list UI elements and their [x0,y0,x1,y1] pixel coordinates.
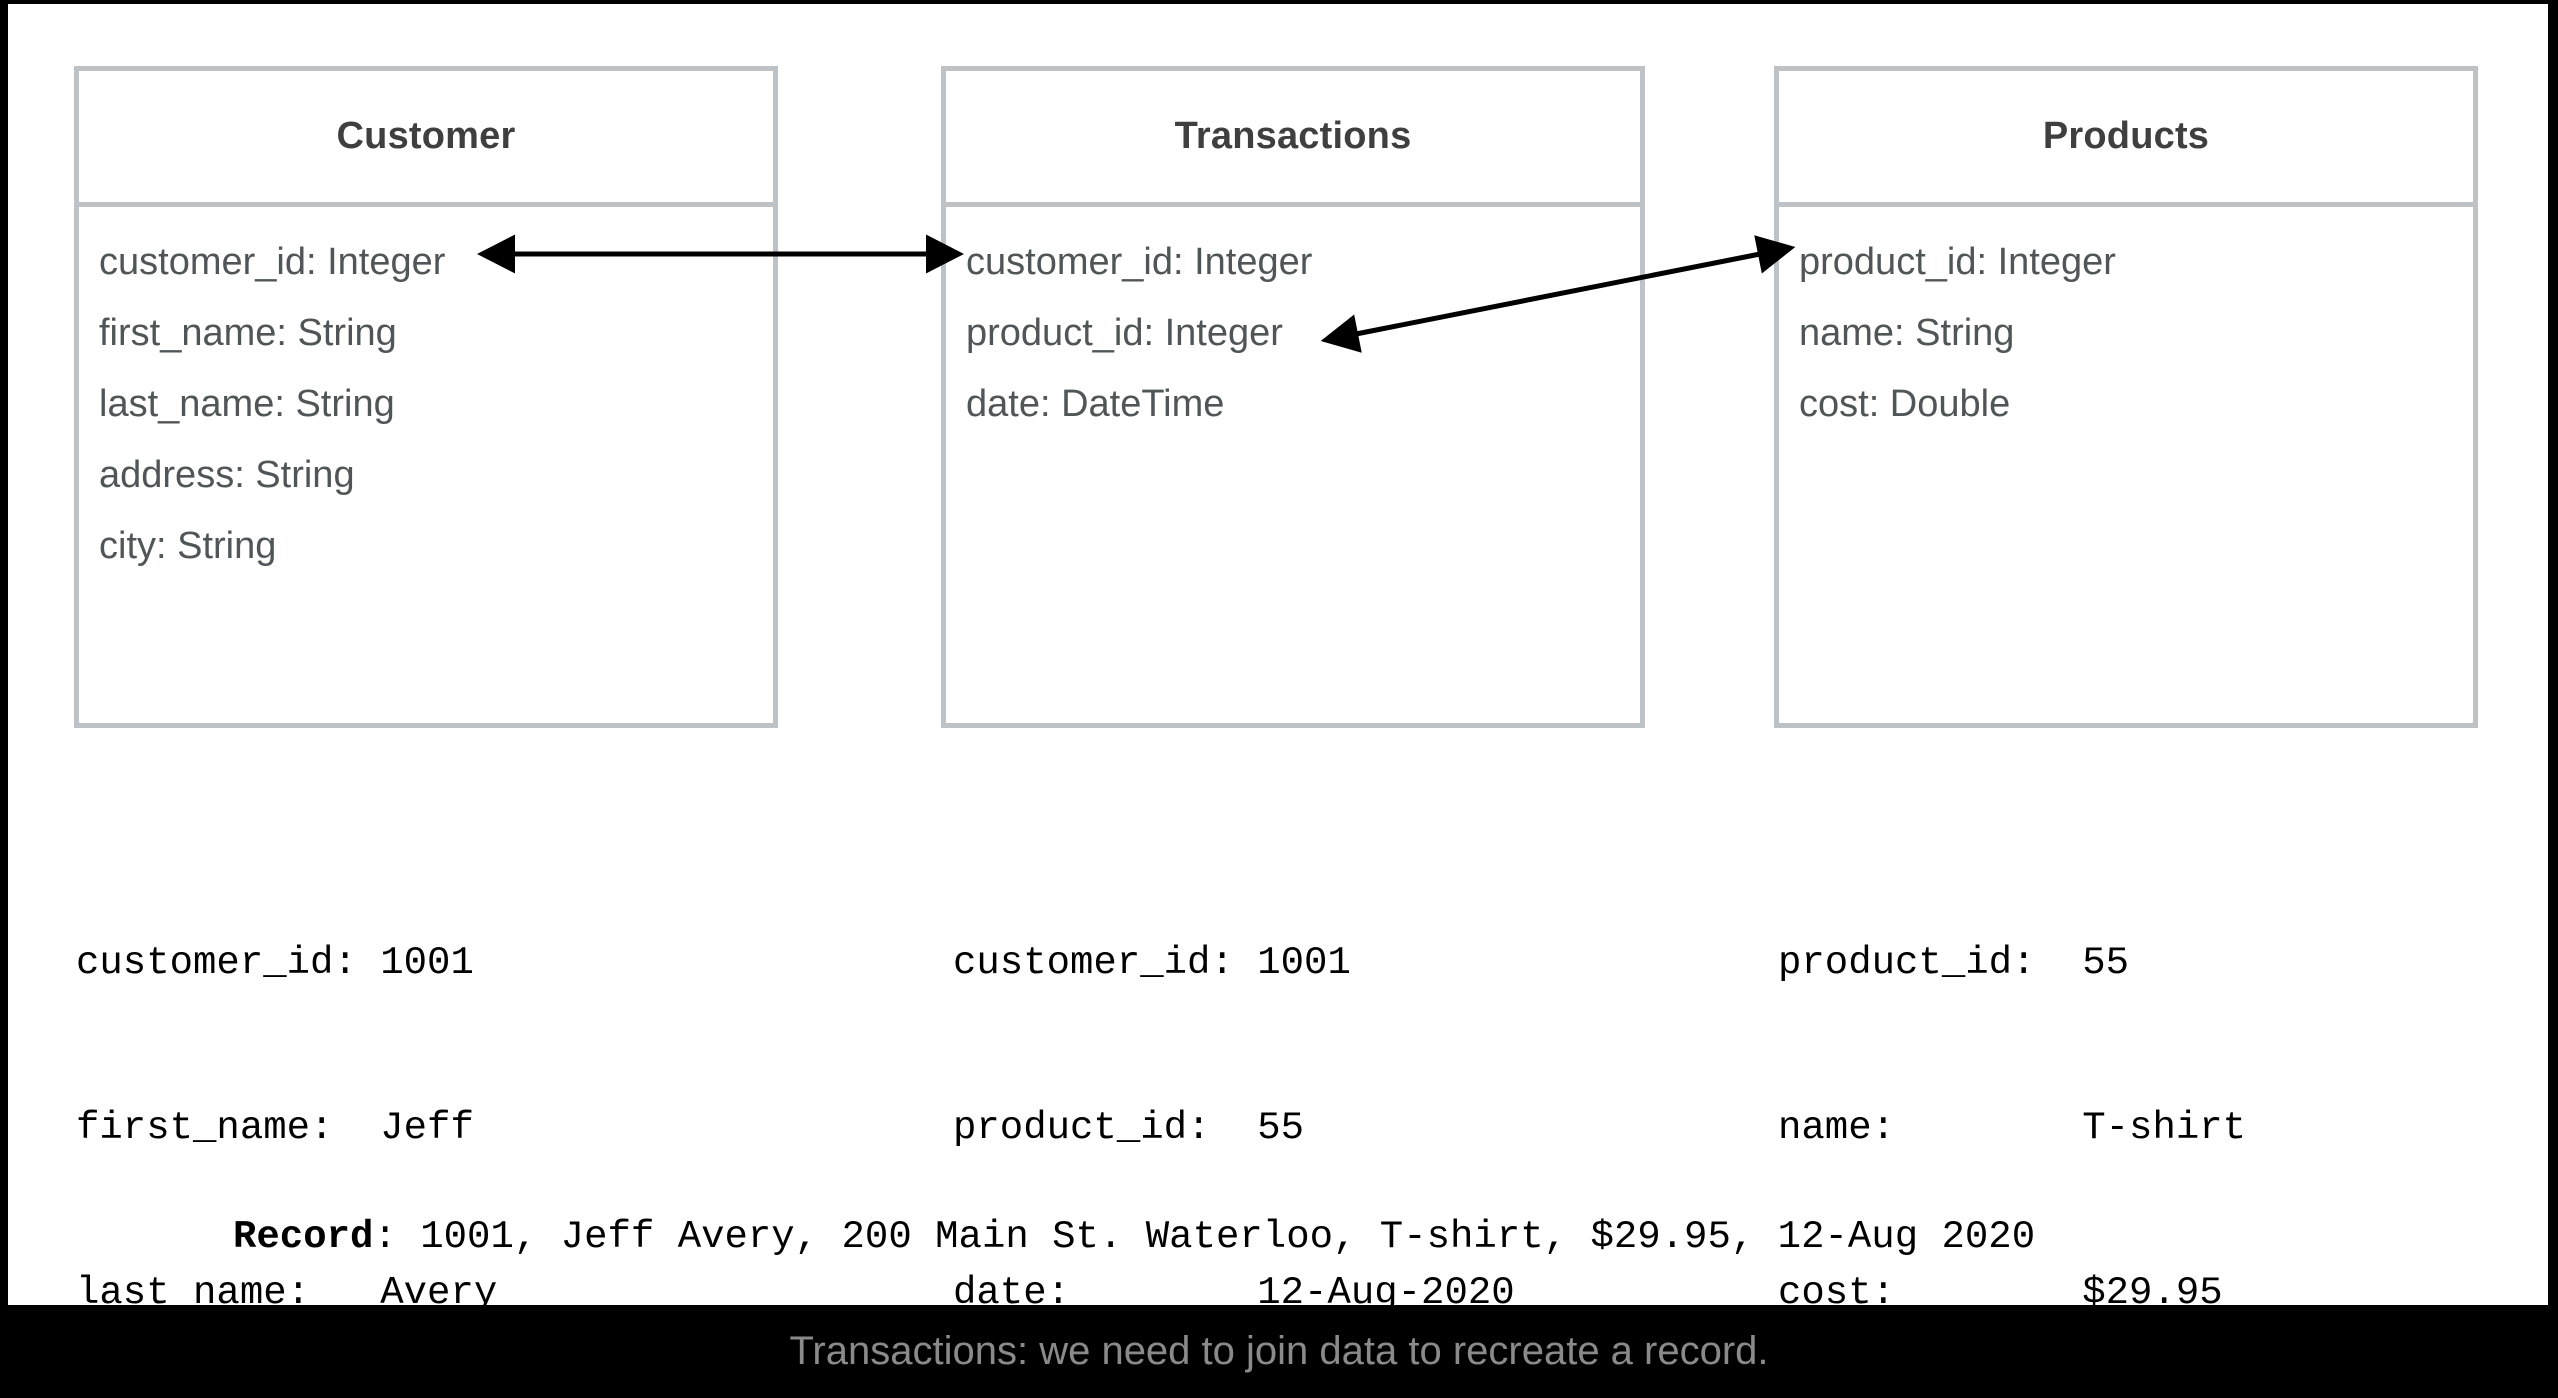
entity-box-products[interactable]: Products product_id: Integer name: Strin… [1774,66,2478,728]
sample-value: 12-Aug-2020 [1257,1271,1515,1305]
diagram-canvas: Customer customer_id: Integer first_name… [8,4,2548,1305]
sample-row: date: 12-Aug-2020 [953,1266,1515,1305]
entity-field: name: String [1799,312,2015,354]
entity-field: customer_id: Integer [99,241,446,283]
sample-key: last_name: [76,1271,311,1305]
sample-value: T-shirt [2082,1106,2247,1150]
sample-record-transactions: customer_id: 1001 product_id: 55 date: 12-A… [953,826,1515,1305]
entity-fields-products: product_id: Integer name: String cost: D… [1779,207,2473,440]
entity-fields-customer: customer_id: Integer first_name: String … [79,207,773,582]
sample-value: 55 [2082,941,2130,985]
sample-value: 1001 [380,941,474,985]
sample-row: product_id: 55 [953,1101,1515,1156]
entity-field: city: String [99,525,277,567]
sample-value: 1001 [1257,941,1351,985]
sample-key: customer_id: [76,941,357,985]
entity-title-customer: Customer [336,115,516,157]
entity-field: address: String [99,454,355,496]
sample-row: cost: $29.95 [1778,1266,2246,1305]
record-separator: : [373,1215,421,1259]
sample-row: last_name: Avery [76,1266,661,1305]
record-value: 1001, Jeff Avery, 200 Main St. Waterloo,… [420,1215,2036,1259]
sample-key: product_id: [1778,941,2036,985]
entity-header-customer: Customer [79,71,773,207]
entity-header-transactions: Transactions [946,71,1640,207]
record-label: Record [233,1215,374,1259]
sample-row: first_name: Jeff [76,1101,661,1156]
entity-title-transactions: Transactions [1174,115,1412,157]
sample-record-products: product_id: 55 name: T-shirt cost: $29.95 [1778,826,2246,1305]
caption-text: Transactions: we need to join data to re… [789,1329,1769,1373]
entity-field: cost: Double [1799,383,2011,425]
sample-key: date: [953,1271,1071,1305]
sample-row: customer_id: 1001 [76,936,661,991]
entity-field: customer_id: Integer [966,241,1313,283]
entity-title-products: Products [2042,115,2210,157]
entity-header-products: Products [1779,71,2473,207]
sample-row: customer_id: 1001 [953,936,1515,991]
entity-field: product_id: Integer [966,312,1283,354]
sample-key: name: [1778,1106,1896,1150]
entity-field: last_name: String [99,383,395,425]
sample-key: product_id: [953,1106,1211,1150]
sample-value: Jeff [380,1106,474,1150]
sample-row: name: T-shirt [1778,1101,2246,1156]
sample-record-customer: customer_id: 1001 first_name: Jeff last_na… [76,826,661,1305]
sample-key: customer_id: [953,941,1234,985]
sample-key: first_name: [76,1106,334,1150]
sample-value: 55 [1257,1106,1305,1150]
sample-value: Avery [380,1271,498,1305]
caption-bar: Transactions: we need to join data to re… [0,1305,2558,1398]
sample-row: product_id: 55 [1778,936,2246,991]
sample-key: cost: [1778,1271,1896,1305]
entity-field: first_name: String [99,312,397,354]
entity-field: product_id: Integer [1799,241,2116,283]
entity-box-customer[interactable]: Customer customer_id: Integer first_name… [74,66,778,728]
entity-field: date: DateTime [966,383,1225,425]
sample-value: $29.95 [2082,1271,2223,1305]
joined-record-line: Record: 1001, Jeff Avery, 200 Main St. W… [233,1215,2035,1259]
entity-fields-transactions: customer_id: Integer product_id: Integer… [946,207,1640,440]
entity-box-transactions[interactable]: Transactions customer_id: Integer produc… [941,66,1645,728]
